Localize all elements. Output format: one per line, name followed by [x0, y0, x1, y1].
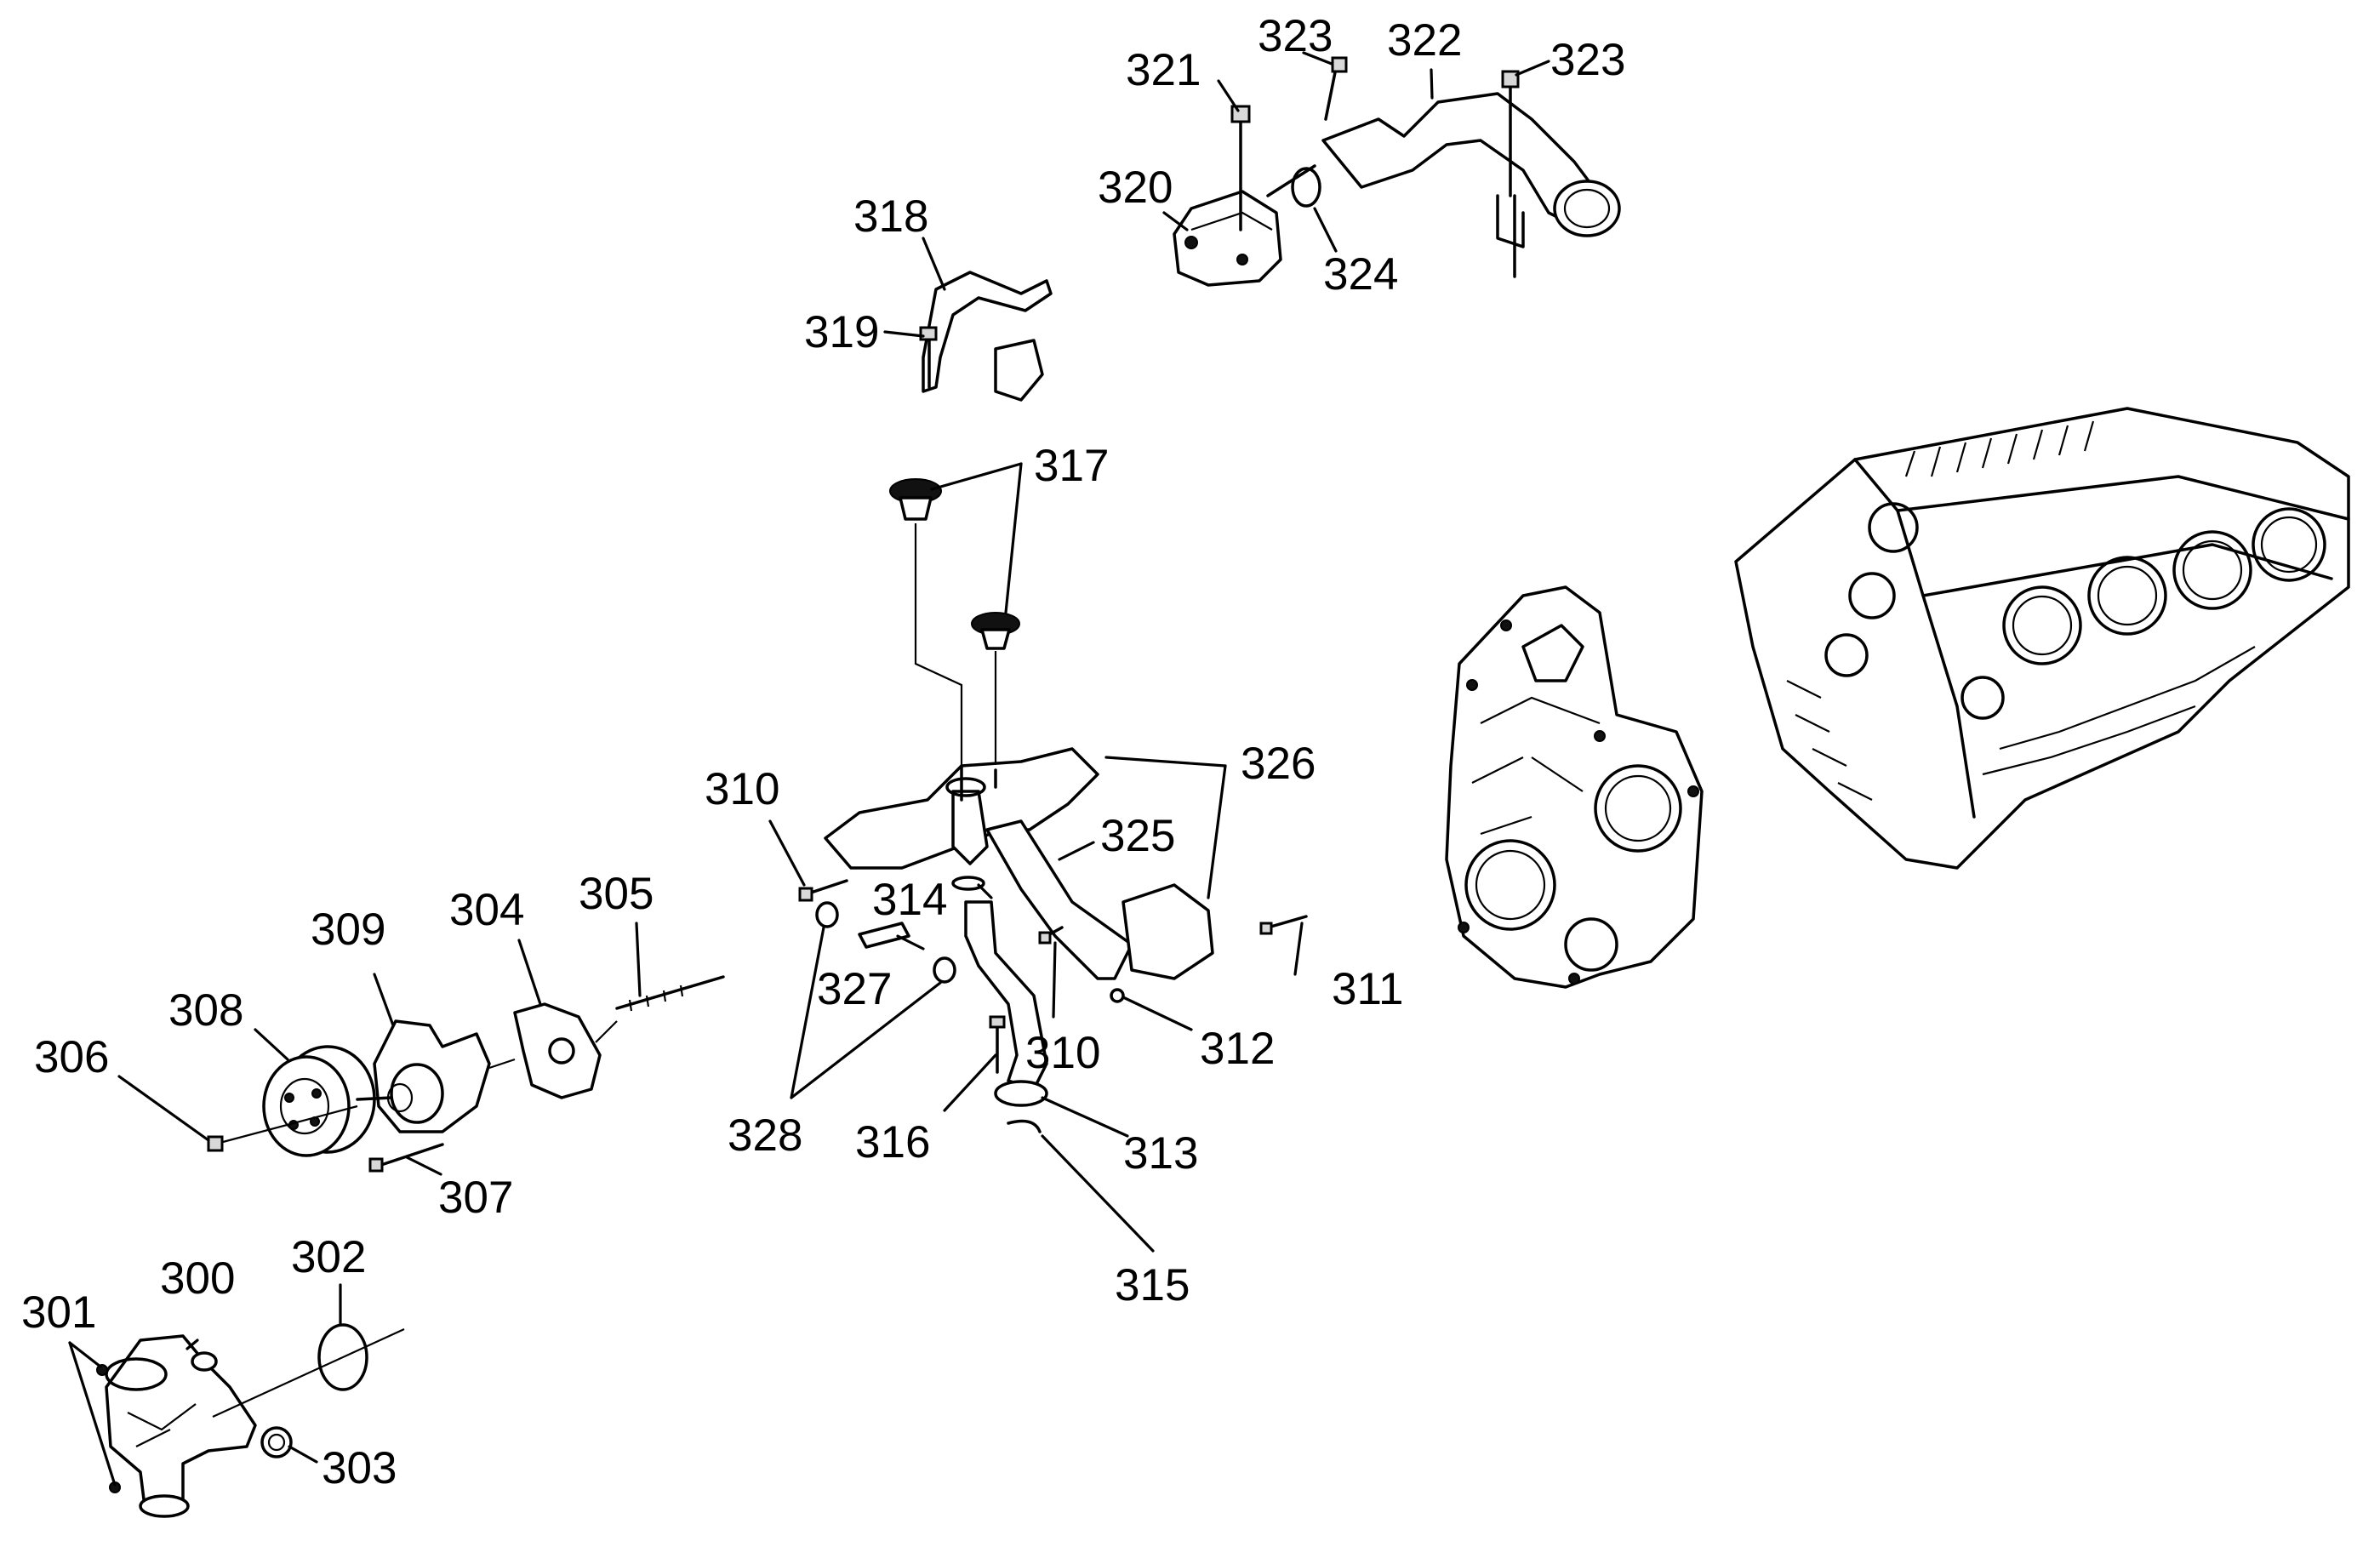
water-pump-bracket	[513, 1002, 602, 1099]
bolt-310-left	[798, 879, 848, 902]
thermostat-lower	[971, 612, 1020, 650]
nut-306	[207, 1135, 224, 1152]
callout-310-lower: 310	[1025, 1028, 1100, 1078]
callout-327: 327	[817, 964, 892, 1014]
callout-306: 306	[34, 1032, 109, 1082]
callout-323-left: 323	[1258, 11, 1333, 61]
callout-311: 311	[1332, 964, 1404, 1014]
callout-320: 320	[1098, 163, 1173, 213]
washer-312	[1110, 988, 1125, 1003]
callout-318: 318	[853, 191, 928, 242]
oring-314	[951, 876, 985, 891]
callout-312: 312	[1200, 1024, 1275, 1074]
engine-block	[1734, 407, 2350, 870]
dowel-327	[858, 922, 910, 949]
gasket-324	[1291, 167, 1321, 208]
callout-313: 313	[1123, 1128, 1198, 1179]
bolt-310-right	[1038, 926, 1064, 945]
stud-305	[615, 975, 725, 1012]
callout-301: 301	[21, 1287, 96, 1338]
bypass-pipe	[919, 271, 1053, 402]
plug-328-right	[933, 956, 956, 984]
callout-317: 317	[1034, 441, 1109, 491]
callout-319: 319	[804, 307, 879, 357]
coolant-outlet-pipe	[1321, 92, 1621, 278]
coolant-crossover	[824, 747, 1214, 980]
callout-307: 307	[438, 1173, 513, 1223]
bolt-323-right	[1501, 70, 1520, 197]
callout-300: 300	[160, 1253, 235, 1304]
callout-labels: 300 301 302 303 304 305 306 307 308 309 …	[21, 11, 1625, 1493]
callout-321: 321	[1126, 45, 1201, 95]
callout-316: 316	[855, 1117, 930, 1167]
callout-305: 305	[579, 869, 654, 919]
callout-304: 304	[449, 885, 524, 935]
callout-310-upper: 310	[705, 764, 779, 814]
bolt-307	[368, 1143, 444, 1173]
callout-309: 309	[311, 905, 385, 955]
callout-325: 325	[1100, 811, 1175, 861]
seal-303	[260, 1426, 293, 1458]
bolt-323-left	[1324, 56, 1348, 121]
bolt-316	[989, 1015, 1006, 1074]
water-pump	[356, 1019, 491, 1133]
thermostat-upper	[889, 478, 942, 521]
stud-311	[1259, 915, 1308, 935]
callout-303: 303	[322, 1443, 397, 1493]
callout-308: 308	[168, 985, 243, 1036]
callout-302: 302	[291, 1232, 366, 1282]
callout-315: 315	[1115, 1260, 1190, 1310]
water-pump-inlet-pipe	[964, 900, 1048, 1133]
plug-328-left	[815, 901, 839, 928]
thermostat-housing-upper	[1173, 164, 1316, 287]
callout-324: 324	[1323, 249, 1398, 300]
front-cover	[1445, 585, 1704, 989]
leader-lines	[68, 51, 1550, 1487]
water-pump-pulley	[262, 1045, 376, 1157]
callout-322: 322	[1387, 15, 1462, 66]
bolt-321	[1230, 105, 1251, 231]
callout-328: 328	[728, 1110, 802, 1161]
callout-314: 314	[872, 875, 947, 925]
callout-323-right: 323	[1550, 35, 1625, 85]
callout-326: 326	[1241, 739, 1316, 789]
water-inlet-housing	[105, 1334, 257, 1518]
gasket-302	[317, 1323, 368, 1391]
